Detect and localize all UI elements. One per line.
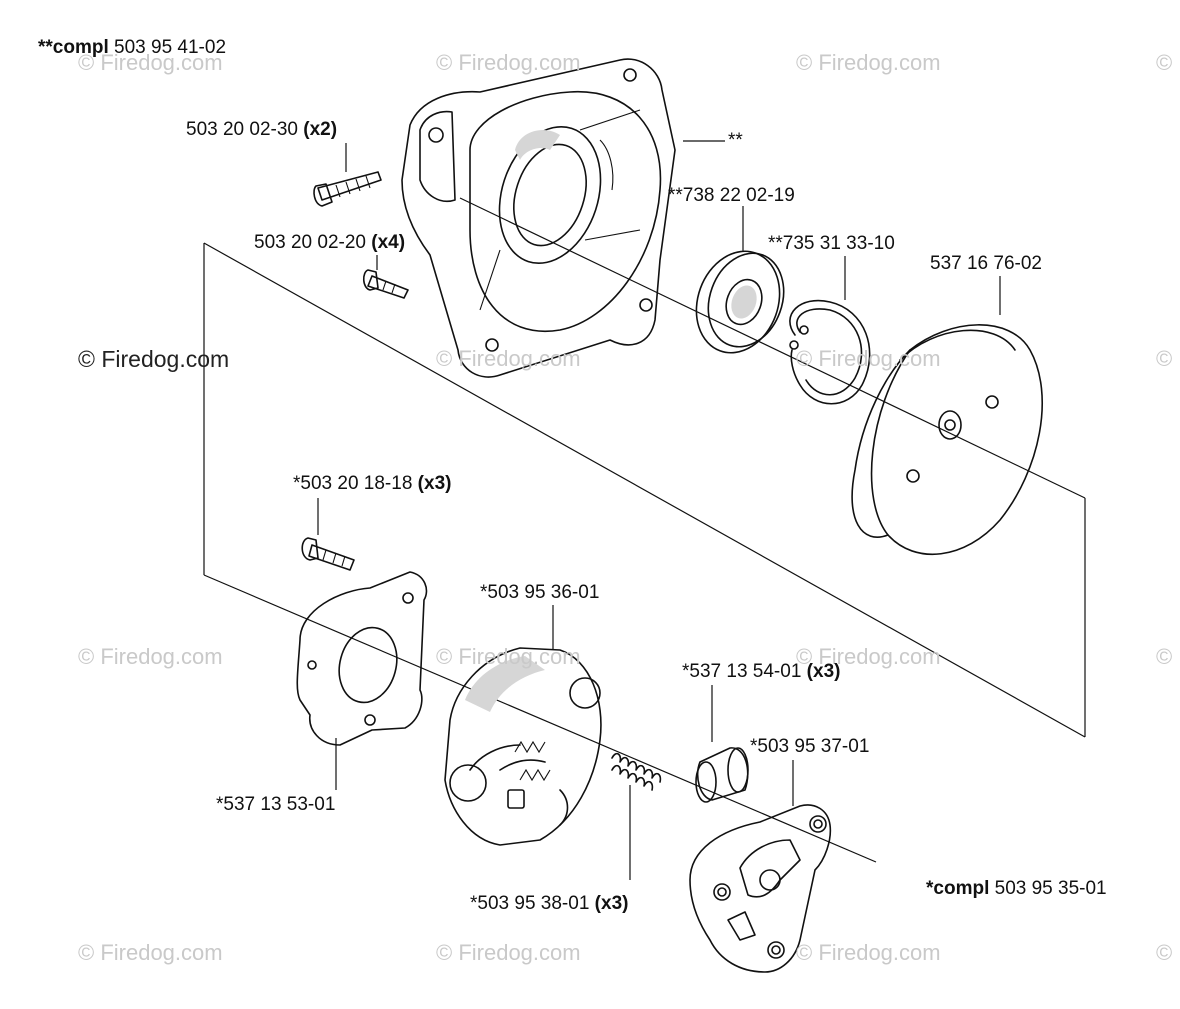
- watermark: © Firedog.com: [436, 346, 581, 371]
- part-label-drum[interactable]: 537 16 76-02: [930, 254, 1042, 273]
- part-label-bearing[interactable]: **738 22 02-19: [668, 186, 795, 205]
- part-label-compl-bottom[interactable]: *compl 503 95 35-01: [926, 879, 1107, 898]
- clutch-housing: [401, 58, 676, 378]
- label-qty: (x3): [417, 473, 452, 494]
- label-prefix: **compl: [38, 37, 109, 58]
- label-number: *537 13 54-01: [682, 661, 802, 682]
- screw-503-20-18-18: [301, 537, 355, 571]
- clutch-shoe-503-95-36-01: [444, 647, 602, 846]
- watermark: ©: [1156, 940, 1173, 965]
- label-number: *503 95 38-01: [470, 893, 590, 914]
- label-number: **735 31 33-10: [768, 233, 895, 254]
- label-number: 537 16 76-02: [930, 253, 1042, 274]
- part-label-hub[interactable]: *503 95 37-01: [750, 737, 869, 756]
- part-label-screw-x3[interactable]: *503 20 18-18 (x3): [293, 474, 451, 493]
- watermark: © Firedog.com: [796, 940, 941, 965]
- label-number: **: [728, 130, 743, 151]
- part-label-circlip[interactable]: **735 31 33-10: [768, 234, 895, 253]
- watermark: © Firedog.com: [796, 644, 941, 669]
- label-number: 503 95 41-02: [114, 37, 227, 58]
- label-number: *537 13 53-01: [216, 794, 336, 815]
- part-label-plate[interactable]: *537 13 53-01: [216, 795, 335, 814]
- bearing-738-22-02-19: [695, 250, 785, 354]
- bolt-503-20-02-20: [362, 269, 409, 299]
- watermark: © Firedog.com: [78, 644, 223, 669]
- assembly-frame-lines: [203, 197, 1086, 863]
- label-qty: (x2): [303, 119, 338, 140]
- bolt-503-20-02-30: [313, 171, 382, 207]
- label-qty: (x3): [594, 893, 629, 914]
- watermark: © Firedog.com: [436, 940, 581, 965]
- part-label-compl-top[interactable]: **compl 503 95 41-02: [38, 38, 226, 57]
- watermark: © Firedog.com: [436, 644, 581, 669]
- label-qty: (x4): [371, 232, 406, 253]
- label-number: **738 22 02-19: [668, 185, 795, 206]
- label-number: *503 20 18-18: [293, 473, 413, 494]
- watermark: ©: [1156, 50, 1173, 75]
- part-label-bushing-x3[interactable]: *537 13 54-01 (x3): [682, 662, 840, 681]
- circlip-735-31-33-10: [789, 299, 871, 405]
- part-label-bolt-x2[interactable]: 503 20 02-30 (x2): [186, 120, 337, 139]
- part-label-bolt-x4[interactable]: 503 20 02-20 (x4): [254, 233, 405, 252]
- label-number: 503 20 02-30: [186, 119, 298, 140]
- clutch-drum-537-16-76-02: [851, 324, 1043, 556]
- backing-plate-537-13-53-01: [296, 571, 428, 746]
- watermark: ©: [1156, 644, 1173, 669]
- part-label-housing-ref[interactable]: **: [728, 131, 743, 150]
- spring-503-95-38-01: [611, 752, 662, 791]
- hub-503-95-37-01: [689, 804, 832, 973]
- watermark: © Firedog.com: [796, 346, 941, 371]
- label-number: *503 95 36-01: [480, 582, 600, 603]
- watermark: © Firedog.com: [796, 50, 941, 75]
- watermark: © Firedog.com: [436, 50, 581, 75]
- watermark: © Firedog.com: [78, 346, 230, 372]
- label-prefix: *compl: [926, 878, 990, 899]
- part-label-spring-x3[interactable]: *503 95 38-01 (x3): [470, 894, 628, 913]
- watermark: © Firedog.com: [78, 940, 223, 965]
- label-number: 503 20 02-20: [254, 232, 366, 253]
- label-qty: (x3): [806, 661, 841, 682]
- watermark: © Firedog.com: [78, 50, 223, 75]
- label-number: 503 95 35-01: [994, 878, 1107, 899]
- label-number: *503 95 37-01: [750, 736, 870, 757]
- bushing-537-13-54-01: [695, 747, 749, 803]
- leader-lines: [317, 140, 1001, 880]
- part-label-shoe[interactable]: *503 95 36-01: [480, 583, 599, 602]
- watermark: ©: [1156, 346, 1173, 371]
